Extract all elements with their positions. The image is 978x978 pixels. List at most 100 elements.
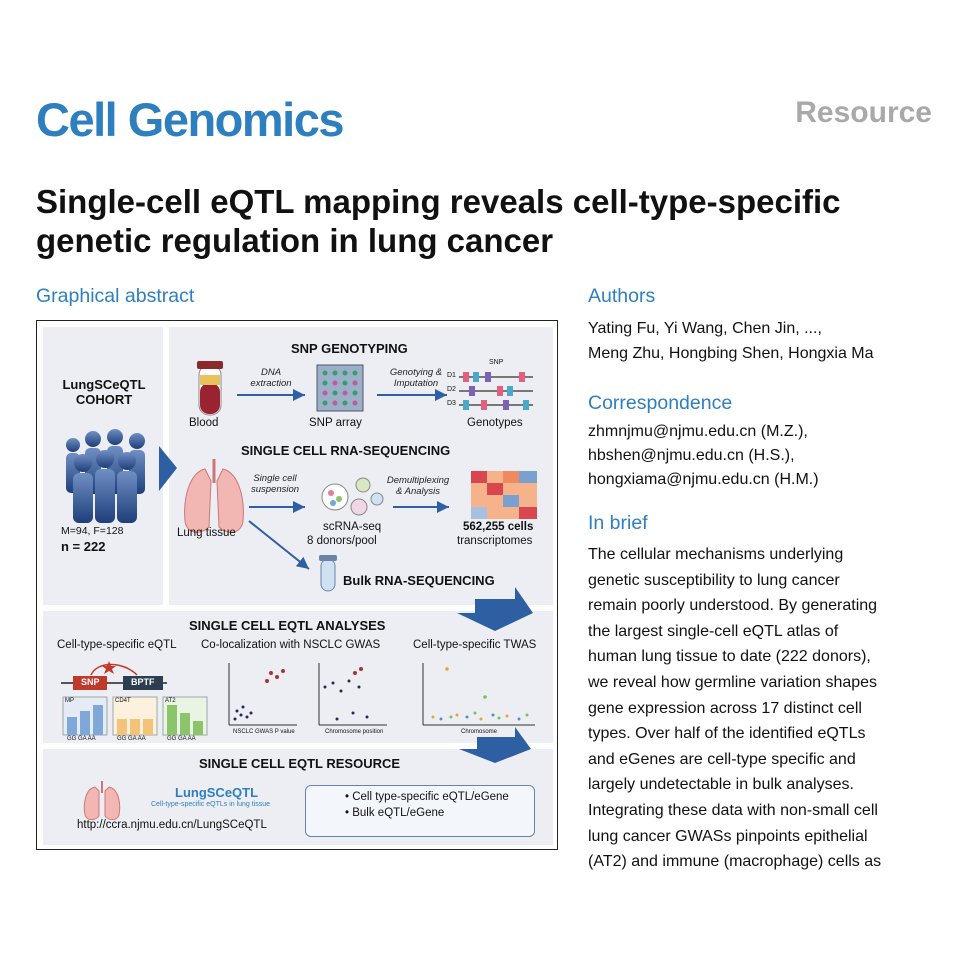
colocalization-scatter (228, 663, 387, 726)
twas-axis-label: Chromosome (461, 729, 498, 735)
dna-extraction-line-2: extraction (250, 378, 292, 389)
lung-tissue-label: Lung tissue (177, 527, 236, 539)
eqtl-title: SINGLE CELL EQTL ANALYSES (189, 618, 386, 633)
down-arrow-icon-2 (459, 727, 531, 763)
suspension-line-1: Single cell (253, 473, 297, 484)
in-brief-line: human lung tissue to date (222 donors), (588, 648, 871, 666)
genotypes-row-d1: D1 (447, 372, 456, 379)
cohort-name-line-2: COHORT (75, 392, 133, 407)
cohort-name-line-1: LungSCeQTL (62, 377, 146, 392)
cells-count: 562,255 cells (463, 521, 534, 533)
genotyping-line-2: Imputation (393, 378, 439, 389)
eqtl-locus-diagram (61, 661, 167, 690)
title-line-1: Single-cell eQTL mapping reveals cell-ty… (36, 183, 841, 220)
in-brief-line: (AT2) and immune (macrophage) cells as (588, 853, 882, 871)
correspondence-heading: Correspondence (588, 392, 733, 414)
resource-item-1: • Cell type-specific eQTL/eGene (345, 791, 509, 803)
genotypes-label: Genotypes (467, 417, 523, 429)
transcriptomes-label: transcriptomes (457, 535, 533, 547)
resource-item-1-text: Cell type-specific eQTL/eGene (352, 791, 509, 803)
expression-heatmap-icon (471, 471, 537, 519)
abstract-graphics (61, 361, 537, 831)
article-type: Resource (795, 96, 932, 129)
gwas-axis-label: NSCLC GWAS P value (233, 729, 295, 735)
eqtl-sub-3: Cell-type-specific TWAS (413, 639, 537, 651)
in-brief-text: The cellular mechanisms underlying geneti… (588, 542, 948, 875)
cohort-name: LungSCeQTL COHORT (59, 377, 149, 407)
title-line-2: genetic regulation in lung cancer (36, 222, 554, 259)
in-brief-line: The cellular mechanisms underlying (588, 546, 844, 563)
genotype-axis-1: GG GA AA (67, 736, 96, 742)
resource-item-2-text: Bulk eQTL/eGene (352, 807, 445, 819)
demux-line-1: Demultiplexing (386, 475, 450, 486)
bulk-rna-label: Bulk RNA-SEQUENCING (343, 573, 495, 588)
genotypes-snp-tag: SNP (489, 359, 504, 366)
in-brief-line: we reveal how germline variation shapes (588, 673, 878, 691)
dna-extraction-label: DNA extraction (241, 367, 301, 389)
genotype-axis-3: GG GA AA (167, 736, 196, 742)
in-brief-line: and eGenes are cell-type specific and (588, 750, 856, 768)
resource-title: SINGLE CELL EQTL RESOURCE (199, 756, 401, 771)
blood-label: Blood (189, 417, 219, 429)
genotypes-icon (459, 372, 533, 410)
in-brief-line: Integrating these data with non-small ce… (588, 801, 878, 819)
in-brief-line: lung cancer GWASs pinpoints epithelial (588, 827, 868, 845)
genotypes-row-d3: D3 (447, 400, 456, 407)
graphical-abstract-heading: Graphical abstract (36, 285, 195, 307)
resource-search-box (305, 785, 535, 837)
down-arrow-icon (457, 587, 533, 631)
bulk-tube-icon (319, 555, 337, 592)
demux-line-2: & Analysis (396, 486, 440, 497)
correspondence-list: zhmnjmu@njmu.edu.cn (M.Z.), hbshen@njmu.… (588, 420, 948, 492)
twas-manhattan (422, 663, 535, 726)
suspension-line-2: suspension (250, 484, 300, 495)
bar-group-at2: AT2 (165, 698, 176, 704)
graphical-abstract: LungSCeQTL COHORT M=94, F=128 n = 222 SN… (36, 320, 558, 850)
in-brief-line: genetic susceptibility to lung cancer (588, 571, 840, 589)
journal-name: Cell Genomics (36, 93, 345, 146)
scrna-title: SINGLE CELL RNA-SEQUENCING (241, 443, 451, 458)
genotype-bar-charts (62, 696, 208, 736)
cell-suspension-icon (321, 477, 384, 516)
email-2[interactable]: hbshen@njmu.edu.cn (H.S.), (588, 447, 795, 464)
eqtl-sub-1: Cell-type-specific eQTL (57, 639, 177, 651)
authors-line-1: Yating Fu, Yi Wang, Chen Jin, ..., (588, 320, 822, 337)
in-brief-line: remain poorly understood. By generating (588, 597, 878, 615)
resource-item-2: • Bulk eQTL/eGene (345, 807, 445, 819)
genotyping-label: Genotying & Imputation (381, 367, 451, 389)
demux-label: Demultiplexing & Analysis (381, 475, 455, 497)
genotypes-row-d2: D2 (447, 386, 456, 393)
db-tagline: Cell-type-specific eQTLs in lung tissue (151, 801, 271, 808)
donors-label: 8 donors/pool (307, 535, 377, 547)
genotype-axis-2: GG GA AA (117, 736, 146, 742)
scrna-seq-label: scRNA-seq (323, 521, 382, 533)
in-brief-heading: In brief (588, 512, 648, 534)
email-3[interactable]: hongxiama@njmu.edu.cn (H.M.) (588, 471, 819, 488)
authors-list: Yating Fu, Yi Wang, Chen Jin, ..., Meng … (588, 316, 948, 366)
cohort-sex-counts: M=94, F=128 (61, 525, 124, 537)
in-brief-line: gene expression across 17 distinct cell (588, 699, 862, 717)
in-brief-line: types. Over half of the identified eQTLs (588, 725, 866, 743)
eqtl-sub-2: Co-localization with NSCLC GWAS (201, 639, 381, 651)
cohort-people-icon (66, 429, 145, 523)
chrom-pos-axis-label: Chromosome position (325, 729, 384, 735)
snp-box-label: SNP (81, 677, 100, 687)
snp-array-label: SNP array (309, 417, 362, 429)
in-brief-line: the largest single-cell eQTL atlas of (588, 622, 839, 640)
cohort-arrow-icon (159, 446, 177, 491)
lung-icon (184, 459, 244, 533)
cohort-n: n = 222 (61, 539, 106, 554)
dna-extraction-line-1: DNA (260, 367, 282, 378)
resource-lung-icon (83, 781, 121, 821)
blood-tube-icon (197, 361, 223, 416)
email-1[interactable]: zhmnjmu@njmu.edu.cn (M.Z.), (588, 423, 808, 440)
suspension-label: Single cell suspension (243, 473, 307, 495)
authors-heading: Authors (588, 285, 656, 307)
genotyping-line-1: Genotying & (389, 367, 443, 378)
db-name: LungSCeQTL (175, 785, 259, 800)
bar-group-cd4t: CD4T (115, 698, 131, 704)
gene-box-label: BPTF (131, 677, 155, 687)
db-url[interactable]: http://ccra.njmu.edu.cn/LungSCeQTL (77, 819, 267, 831)
bar-group-mp: MP (65, 698, 74, 704)
article-title: Single-cell eQTL mapping reveals cell-ty… (36, 182, 956, 260)
